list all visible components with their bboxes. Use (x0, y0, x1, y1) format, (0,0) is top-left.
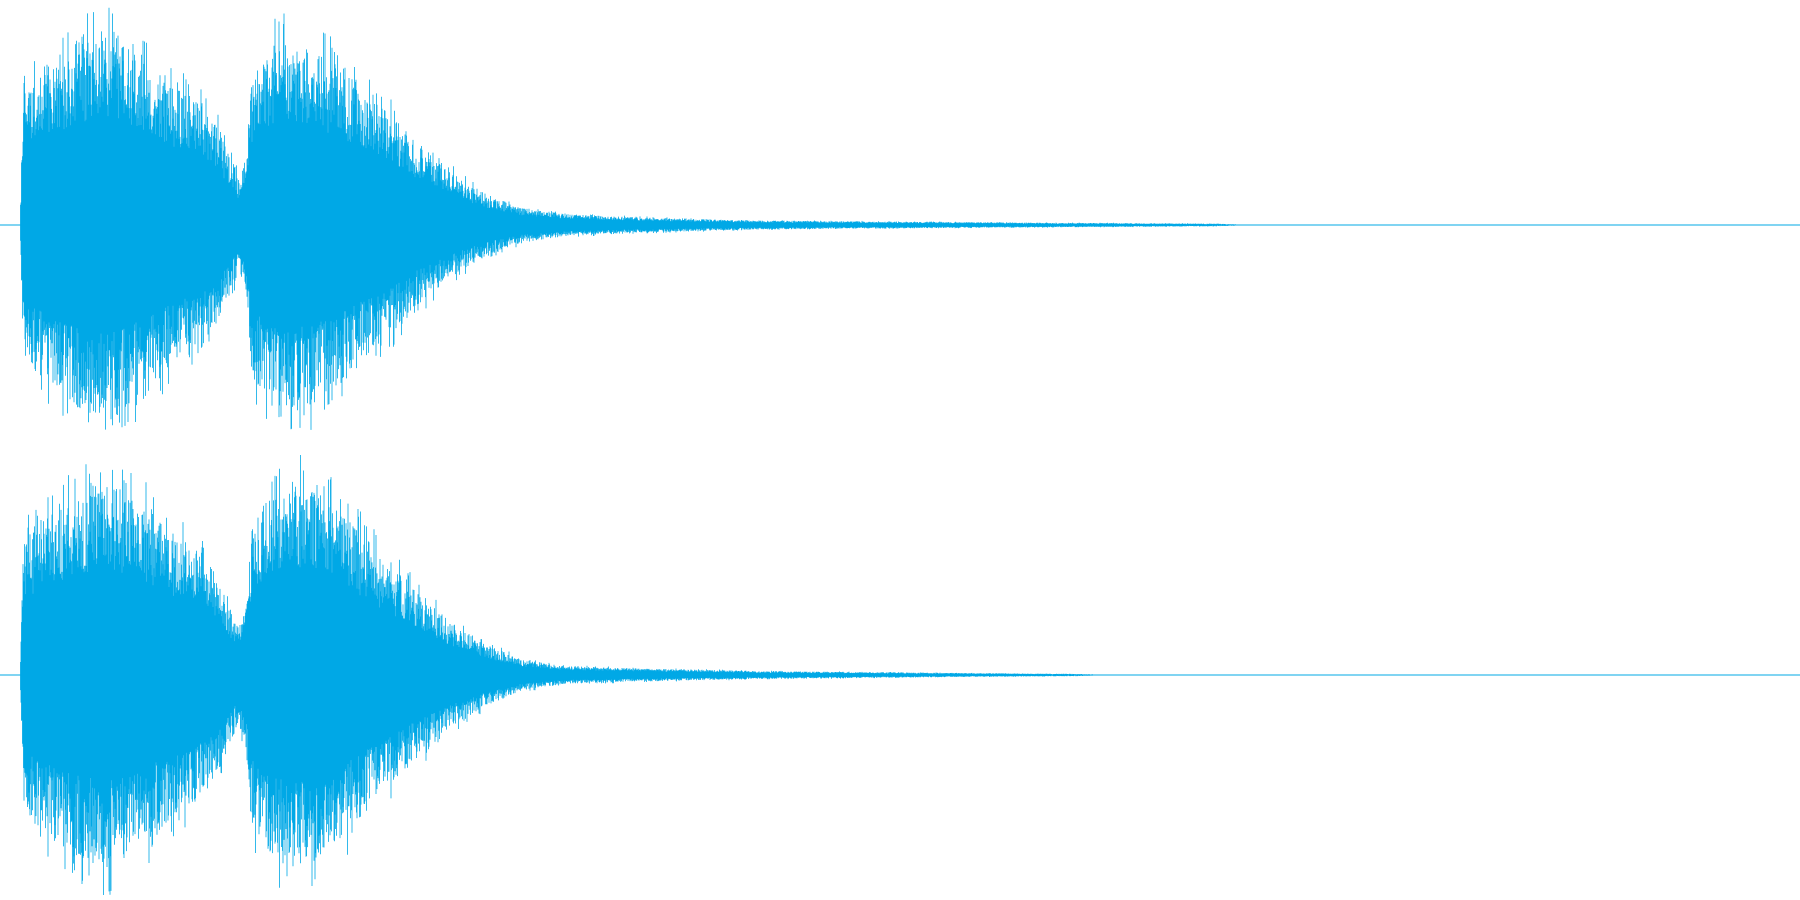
channel-top-waveform (0, 7, 1800, 430)
channel-bottom-waveform (0, 455, 1800, 895)
waveform-samples (20, 455, 1108, 895)
waveform-samples (20, 7, 1250, 430)
